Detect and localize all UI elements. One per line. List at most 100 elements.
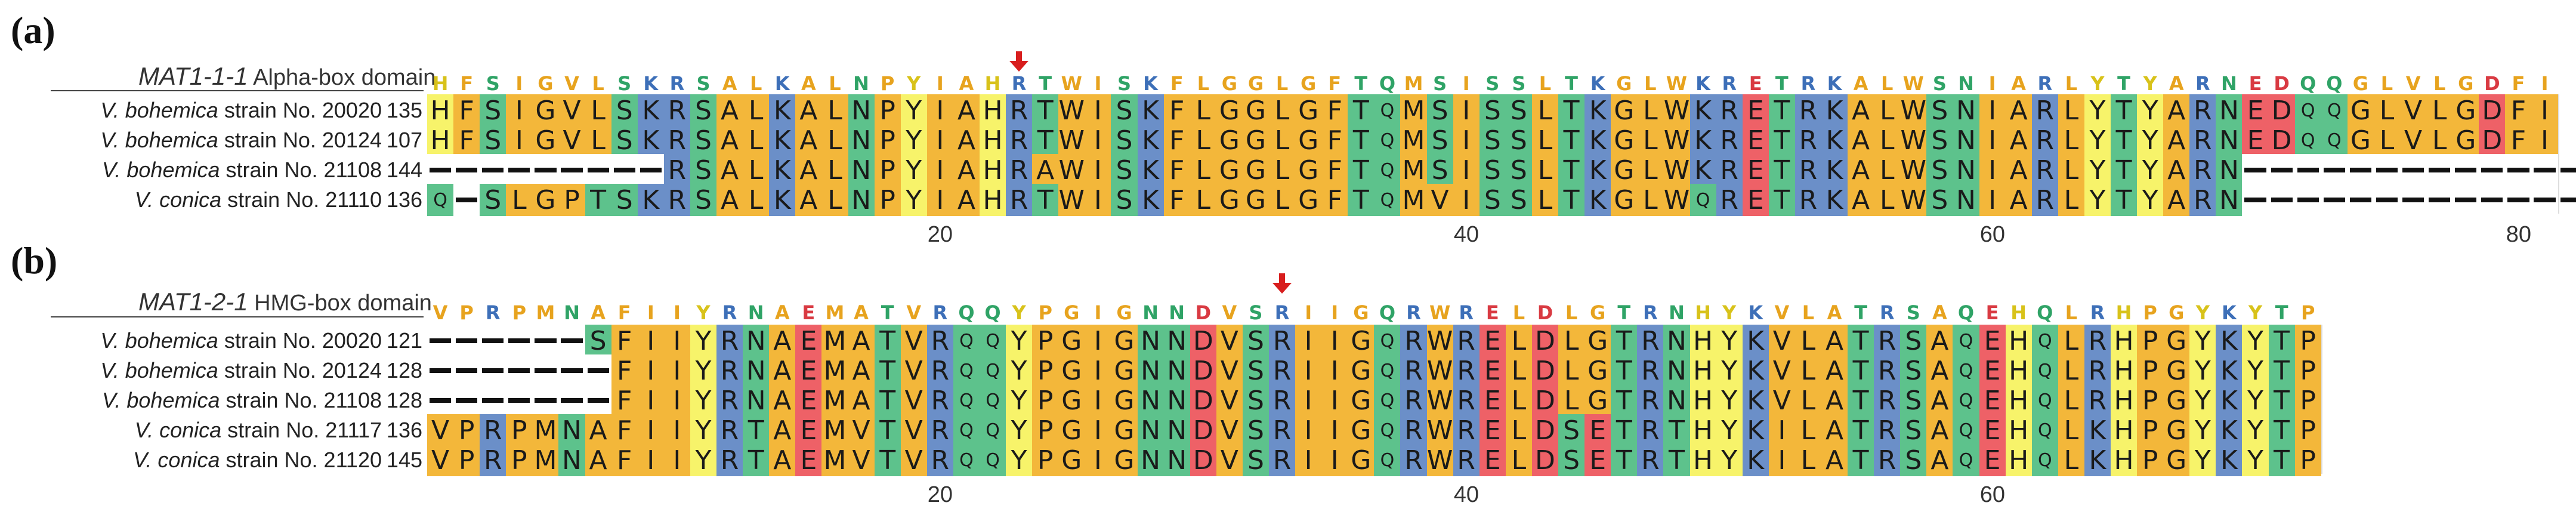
residue-cell: G (532, 94, 559, 127)
residue-cell: T (2111, 184, 2138, 216)
residue-cell: R (1006, 184, 1033, 216)
residue-cell: S (611, 94, 638, 127)
residue-cell: R (2084, 384, 2111, 417)
residue-cell: E (1979, 444, 2006, 476)
logo-letter: N (853, 72, 869, 95)
residue-cell: I (663, 354, 690, 387)
residue-cell: R (716, 444, 743, 476)
residue-cell: L (1269, 184, 1296, 216)
logo-letter: R (669, 72, 685, 95)
residue-cell: Q (1374, 184, 1401, 216)
residue-cell: K (1742, 325, 1769, 357)
start-position: 128 (386, 358, 422, 383)
residue-cell: A (953, 94, 980, 127)
residue-cell: K (1137, 124, 1164, 156)
residue-cell: E (1479, 384, 1506, 417)
residue-cell: S (1242, 354, 1269, 387)
strain-name: strain No. 21108 (226, 158, 382, 182)
residue-cell: G (1242, 124, 1269, 156)
residue-cell: Q (1374, 124, 1401, 156)
logo-letter: W (1902, 72, 1924, 95)
residue-cell: Q (427, 184, 454, 216)
logo-letter: L (1275, 72, 1289, 95)
residue-cell: H (2111, 384, 2138, 417)
logo-letter: S (1906, 301, 1920, 324)
residue-cell: R (1637, 325, 1664, 357)
gap-cell (532, 325, 559, 357)
logo-letter: K (643, 72, 659, 95)
residue-cell: G (1611, 154, 1638, 186)
residue-cell: W (1900, 124, 1927, 156)
logo-letter: I (1305, 301, 1312, 324)
logo-letter: L (1802, 301, 1815, 324)
gap-cell (506, 154, 533, 186)
logo-letter: R (485, 301, 501, 324)
residue-cell: A (769, 325, 796, 357)
residue-cell: K (1584, 94, 1611, 127)
residue-cell: N (1163, 444, 1190, 476)
logo-letter: T (1039, 72, 1052, 95)
residue-cell: I (1085, 325, 1111, 357)
residue-cell: G (2163, 414, 2190, 446)
residue-cell: R (1637, 414, 1664, 446)
logo-letter: A (854, 301, 869, 324)
residue-cell: T (2268, 384, 2295, 417)
residue-cell: W (1426, 325, 1453, 357)
residue-cell: E (795, 354, 822, 387)
residue-cell: Y (1006, 384, 1033, 417)
residue-cell: F (2505, 124, 2532, 156)
residue-cell: F (453, 94, 480, 127)
residue-cell: L (1531, 184, 1559, 216)
gap-cell (558, 354, 585, 387)
residue-cell: H (2111, 325, 2138, 357)
residue-cell: L (1874, 154, 1901, 186)
residue-cell: P (2294, 354, 2321, 387)
strain-name: strain No. 21108 (226, 388, 382, 412)
logo-letter: S (617, 72, 632, 95)
gap-cell (558, 384, 585, 417)
position-tick: 60 (1979, 482, 2006, 507)
residue-cell: T (2268, 354, 2295, 387)
residue-cell: D (1531, 444, 1559, 476)
residue-cell: P (2137, 414, 2164, 446)
residue-cell: V (558, 124, 585, 156)
residue-cell: S (611, 124, 638, 156)
residue-cell: G (2163, 444, 2190, 476)
residue-cell: N (1137, 414, 1164, 446)
residue-cell: E (1979, 325, 2006, 357)
residue-cell: R (2189, 94, 2216, 127)
logo-letter: I (1331, 301, 1339, 324)
residue-cell: Y (2084, 154, 2111, 186)
residue-cell: K (2084, 444, 2111, 476)
residue-cell: I (637, 354, 664, 387)
residue-cell: I (1321, 354, 1348, 387)
residue-cell: S (1900, 384, 1927, 417)
residue-cell: R (1794, 94, 1821, 127)
logo-letter: I (647, 301, 654, 324)
residue-cell: N (1163, 354, 1190, 387)
residue-cell: A (1821, 354, 1848, 387)
gene-name-b: MAT1-2-1 (138, 288, 248, 316)
start-position: 135 (386, 98, 422, 122)
residue-cell: L (821, 124, 848, 156)
residue-cell: T (1032, 124, 1059, 156)
start-position: 136 (386, 418, 422, 442)
logo-letter: T (2275, 301, 2288, 324)
residue-cell: Y (690, 354, 717, 387)
start-position: 145 (386, 448, 422, 472)
residue-cell: I (1321, 414, 1348, 446)
residue-cell: Q (1374, 325, 1401, 357)
logo-letter: R (1879, 301, 1895, 324)
logo-letter: T (2117, 72, 2130, 95)
residue-cell: H (2111, 354, 2138, 387)
logo-letter: D (1537, 301, 1553, 324)
residue-cell: T (1611, 384, 1638, 417)
residue-cell: T (2111, 124, 2138, 156)
gap-cell (532, 354, 559, 387)
gap-cell (2242, 154, 2269, 186)
logo-letter: R (1011, 72, 1027, 95)
logo-letter: I (1094, 72, 1102, 95)
gap-cell (453, 354, 480, 387)
residue-cell: G (1242, 94, 1269, 127)
residue-cell: R (663, 184, 690, 216)
